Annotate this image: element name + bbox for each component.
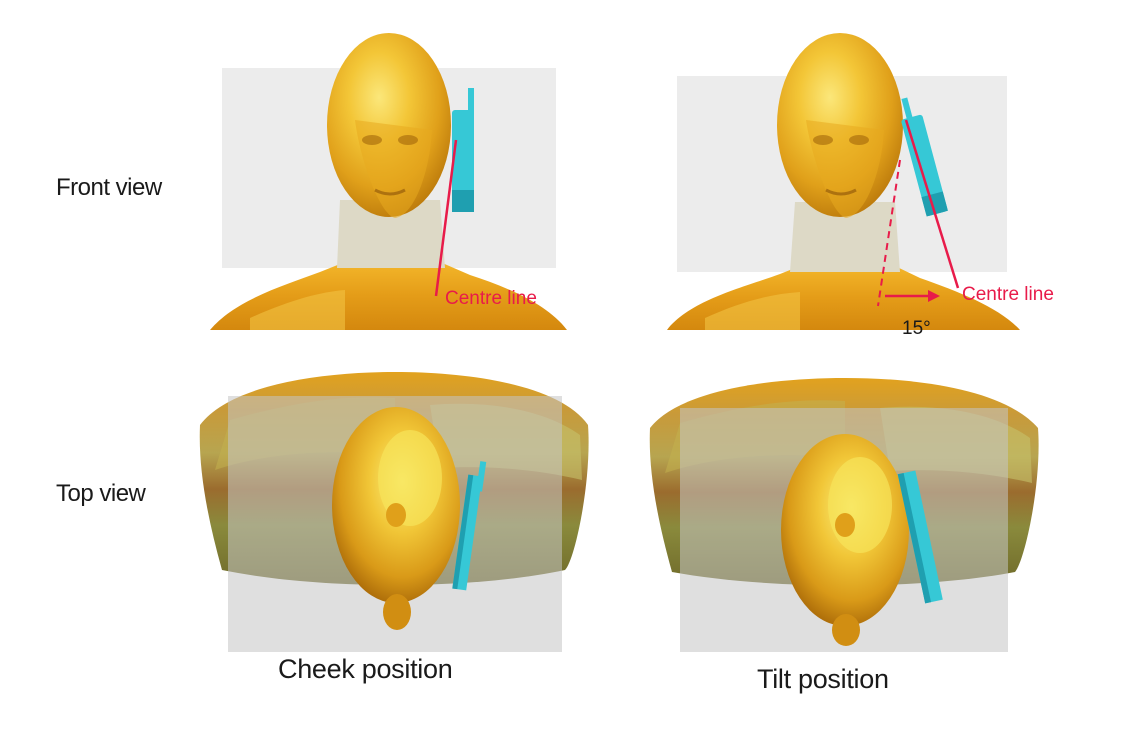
front-view-cheek: Centre line: [210, 33, 567, 330]
nose: [832, 614, 860, 646]
row-label-front-view: Front view: [56, 174, 162, 202]
column-label-tilt-position: Tilt position: [757, 664, 889, 695]
top-view-tilt: [650, 378, 1039, 652]
nose: [383, 594, 411, 630]
centre-line-label: Centre line: [962, 284, 1054, 305]
centre-line-label: Centre line: [445, 288, 537, 309]
column-label-cheek-position: Cheek position: [278, 654, 452, 685]
front-view-tilt: Centre line 15°: [667, 33, 1054, 339]
tilt-angle-label: 15°: [902, 318, 931, 339]
row-label-top-view: Top view: [56, 480, 145, 508]
top-view-cheek: [200, 372, 589, 652]
